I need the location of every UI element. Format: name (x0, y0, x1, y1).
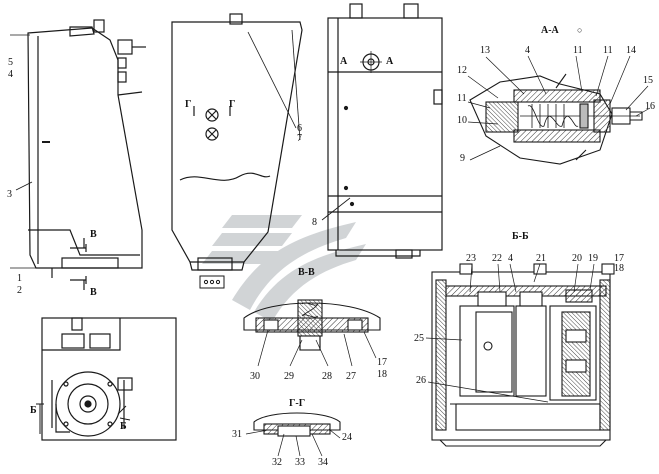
callout-17-vv: 17 (377, 357, 387, 368)
section-title-aa: А-А (541, 25, 559, 36)
rear-view (327, 3, 443, 259)
section-title-bb: Б-Б (512, 231, 529, 242)
callout-33: 33 (295, 457, 305, 468)
section-mark-b-left: Б (30, 405, 37, 416)
section-gg (253, 412, 341, 437)
callout-3: 3 (7, 189, 12, 200)
callout-6: 6 (297, 123, 302, 134)
callout-10: 10 (457, 115, 467, 126)
callout-27: 27 (346, 371, 356, 382)
callout-7: 7 (297, 133, 302, 144)
callout-14: 14 (626, 45, 636, 56)
callout-26: 26 (416, 375, 426, 386)
section-mark-a-left: А (340, 56, 348, 67)
callout-9: 9 (460, 153, 465, 164)
callout-5: 5 (8, 57, 13, 68)
callout-29: 29 (284, 371, 294, 382)
callout-15: 15 (643, 75, 653, 86)
callout-17-bb: 17 (614, 253, 624, 264)
callout-1: 1 (17, 273, 22, 284)
callout-23: 23 (466, 253, 476, 264)
callout-30: 30 (250, 371, 260, 382)
callout-13: 13 (480, 45, 490, 56)
side-view-left (27, 19, 146, 290)
callout-4-bb: 4 (508, 253, 513, 264)
callout-22: 22 (492, 253, 502, 264)
callout-28: 28 (322, 371, 332, 382)
callout-4-aa: 4 (525, 45, 530, 56)
leader-3 (15, 181, 33, 191)
callout-19: 19 (588, 253, 598, 264)
section-title-vv: В-В (298, 267, 315, 278)
arrow-swoosh-watermark (202, 215, 366, 322)
section-mark-v-top: В (90, 229, 97, 240)
callout-4: 4 (8, 69, 13, 80)
circle-marker-icon: ○ (577, 25, 583, 35)
callout-12: 12 (457, 65, 467, 76)
callout-21: 21 (536, 253, 546, 264)
callout-2: 2 (17, 285, 22, 296)
section-aa (469, 73, 643, 165)
callout-20: 20 (572, 253, 582, 264)
callout-24: 24 (342, 432, 352, 443)
leader-8 (321, 197, 351, 221)
section-vv (243, 299, 381, 351)
callout-11-left: 11 (457, 93, 467, 104)
section-mark-g-right: Г (229, 99, 236, 110)
callout-34: 34 (318, 457, 328, 468)
section-mark-g-left: Г (185, 99, 192, 110)
callout-8: 8 (312, 217, 317, 228)
front-view-hopper (171, 13, 303, 271)
section-title-gg: Г-Г (289, 398, 306, 409)
plug-part (199, 275, 225, 289)
callout-11-aa: 11 (603, 45, 613, 56)
section-vv-leaders (257, 329, 377, 367)
callout-16: 16 (645, 101, 655, 112)
section-gg-leaders (245, 429, 341, 457)
section-mark-a-right: А (386, 56, 394, 67)
section-mark-b (36, 403, 131, 434)
callout-25: 25 (414, 333, 424, 344)
callout-11-top: 11 (573, 45, 583, 56)
leader-6-7 (247, 31, 297, 129)
callout-31: 31 (232, 429, 242, 440)
section-bb-leaders (425, 263, 595, 403)
callout-18-bb: 18 (614, 263, 624, 274)
bottom-view (41, 317, 177, 441)
section-aa-leaders (467, 55, 651, 161)
section-mark-v-bottom: В (90, 287, 97, 298)
callout-32: 32 (272, 457, 282, 468)
callout-18-vv: 18 (377, 369, 387, 380)
section-mark-b-right: Б (120, 421, 127, 432)
section-bb (431, 263, 615, 447)
